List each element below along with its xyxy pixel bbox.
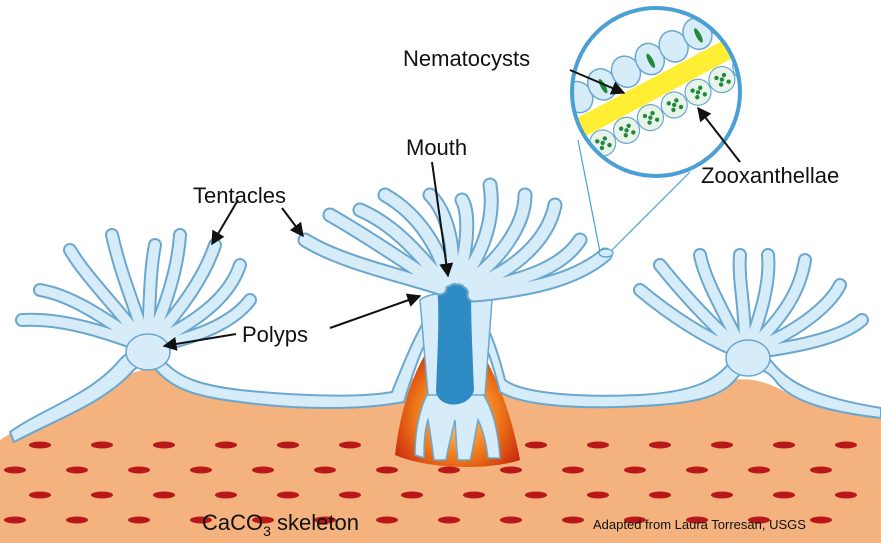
skeleton-spot — [153, 442, 175, 449]
skeleton-spot — [500, 467, 522, 474]
skeleton-spot — [463, 492, 485, 499]
right-polyp — [640, 255, 862, 376]
label-nematocysts: Nematocysts — [403, 46, 530, 71]
zooxanthella-dot — [750, 66, 756, 72]
skeleton-spot — [252, 467, 274, 474]
label-skeleton: CaCO3 skeleton — [202, 510, 359, 539]
skeleton-spot — [438, 467, 460, 474]
skeleton-spot — [190, 467, 212, 474]
skeleton-spot — [835, 492, 857, 499]
skeleton-spot — [153, 492, 175, 499]
image-credit: Adapted from Laura Torresan, USGS — [593, 517, 806, 532]
skeleton-spot — [339, 492, 361, 499]
skeleton-spot — [773, 492, 795, 499]
left-polyp — [22, 235, 250, 370]
skeleton-spot — [587, 492, 609, 499]
skeleton-spot — [376, 517, 398, 524]
label-skeleton-suffix: skeleton — [271, 510, 359, 535]
zooxanthella-dot — [743, 64, 749, 70]
skeleton-spot — [624, 467, 646, 474]
zooxanthella-dot — [742, 69, 748, 75]
skeleton-spot — [711, 492, 733, 499]
skeleton-spot — [277, 492, 299, 499]
skeleton-spot — [810, 517, 832, 524]
label-mouth: Mouth — [406, 135, 467, 160]
skeleton-spot — [277, 442, 299, 449]
skeleton-spot — [66, 467, 88, 474]
skeleton-spot — [4, 517, 26, 524]
skeleton-spot — [500, 517, 522, 524]
label-zooxanthellae: Zooxanthellae — [701, 163, 839, 188]
skeleton-spot — [314, 467, 336, 474]
skeleton-spot — [835, 442, 857, 449]
skeleton-spot — [587, 442, 609, 449]
skeleton-spot — [748, 467, 770, 474]
skeleton-spot — [128, 467, 150, 474]
skeleton-spot — [686, 467, 708, 474]
magnifier-inset — [531, 0, 781, 176]
label-tentacles: Tentacles — [193, 183, 286, 208]
skeleton-spot — [711, 442, 733, 449]
skeleton-spot — [810, 467, 832, 474]
zooxanthella-dot — [745, 59, 751, 65]
label-skeleton-prefix: CaCO — [202, 510, 263, 535]
skeleton-spot — [128, 517, 150, 524]
label-skeleton-sub: 3 — [263, 523, 271, 539]
skeleton-spot — [91, 492, 113, 499]
skeleton-spot — [649, 442, 671, 449]
magnified-spot — [599, 249, 613, 257]
skeleton-spot — [649, 492, 671, 499]
skeleton-spot — [525, 442, 547, 449]
skeleton-spot — [376, 467, 398, 474]
skeleton-spot — [401, 492, 423, 499]
skeleton-spot — [215, 492, 237, 499]
skeleton-spot — [215, 442, 237, 449]
skeleton-spot — [773, 442, 795, 449]
skeleton-spot — [562, 467, 584, 474]
skeleton-spot — [29, 442, 51, 449]
skeleton-spot — [339, 442, 361, 449]
skeleton-spot — [438, 517, 460, 524]
skeleton-spot — [562, 517, 584, 524]
skeleton-spot — [29, 492, 51, 499]
skeleton-spot — [525, 492, 547, 499]
skeleton-spot — [91, 442, 113, 449]
label-polyps: Polyps — [242, 322, 308, 347]
skeleton-spot — [66, 517, 88, 524]
skeleton-spot — [4, 467, 26, 474]
